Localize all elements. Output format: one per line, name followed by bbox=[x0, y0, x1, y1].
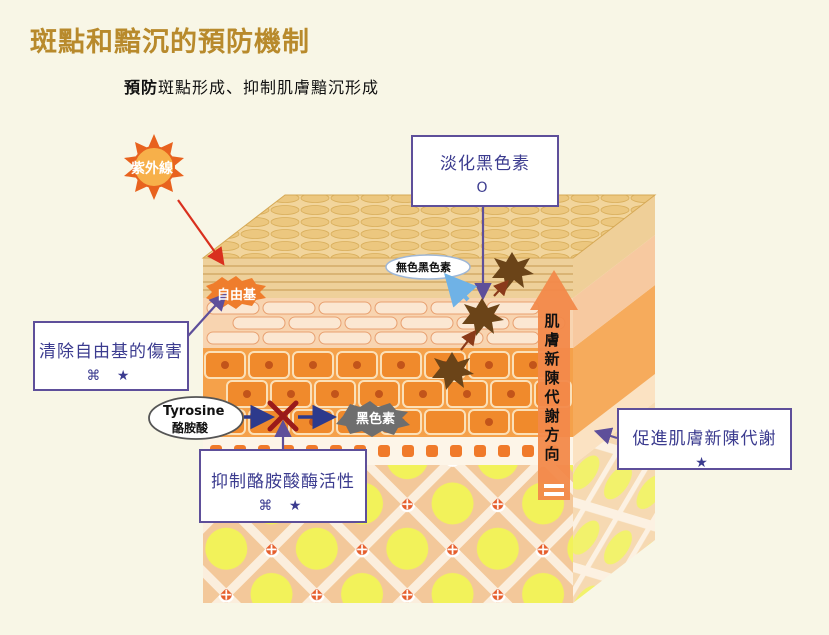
fade-melanin-box: 淡化黑色素 O bbox=[411, 135, 559, 207]
box-mark: ⌘ ★ bbox=[86, 368, 136, 384]
box-label: 淡化黑色素 bbox=[440, 154, 530, 174]
vertical-char: 謝 bbox=[544, 407, 560, 425]
tyrosinase-box: 抑制酪胺酸酶活性 ⌘ ★ bbox=[199, 449, 367, 523]
tyrosine-oval bbox=[148, 396, 244, 440]
vertical-char: 向 bbox=[544, 445, 560, 463]
vertical-char: 新 bbox=[544, 350, 560, 368]
free-radical-box: 清除自由基的傷害 ⌘ ★ bbox=[33, 321, 189, 391]
uv-label: 紫外線 bbox=[131, 161, 173, 177]
tyrosine-en-label: Tyrosine bbox=[163, 404, 225, 419]
block-x-icon bbox=[267, 400, 299, 432]
uv-sun-icon bbox=[124, 134, 184, 200]
vertical-char: 方 bbox=[544, 426, 560, 444]
box-label: 促進肌膚新陳代謝 bbox=[632, 429, 777, 449]
vertical-char: 陳 bbox=[544, 369, 560, 387]
page-subtitle: 預防斑點形成、抑制肌膚黯沉形成 bbox=[124, 74, 379, 98]
box-mark: ★ bbox=[695, 455, 714, 471]
subtitle-bold: 預防 bbox=[124, 78, 159, 97]
box-mark: ⌘ ★ bbox=[258, 498, 308, 514]
free-radical-label: 自由基 bbox=[217, 288, 257, 303]
melanin-burst bbox=[336, 401, 410, 437]
box-label: 清除自由基的傷害 bbox=[39, 342, 183, 362]
metabolism-direction-label: 肌 膚 新 陳 代 謝 方 向 bbox=[541, 312, 563, 464]
spinous-layer-side bbox=[573, 285, 655, 437]
melanin-move-arrow-1 bbox=[460, 329, 477, 351]
vertical-char: 代 bbox=[544, 388, 560, 406]
melanin-particles bbox=[432, 252, 534, 390]
corneum-layer-side bbox=[573, 195, 655, 298]
metabolism-direction-arrow bbox=[530, 270, 578, 500]
tyrosine-zh-label: 酪胺酸 bbox=[172, 421, 209, 435]
vertical-char: 膚 bbox=[544, 331, 560, 349]
metabolism-box: 促進肌膚新陳代謝 ★ bbox=[617, 408, 792, 471]
page-title: 斑點和黯沉的預防機制 bbox=[30, 27, 310, 58]
basal-layer-side bbox=[573, 374, 655, 465]
vertical-char: 肌 bbox=[544, 312, 560, 330]
granular-layer-side bbox=[573, 235, 655, 348]
colorless-melanin-label: 無色黑色素 bbox=[396, 261, 451, 274]
melanin-move-arrow-2 bbox=[492, 279, 509, 297]
subtitle-rest: 斑點形成、抑制肌膚黯沉形成 bbox=[158, 78, 380, 97]
box-label: 抑制酪胺酸酶活性 bbox=[211, 472, 355, 492]
uv-arrow bbox=[177, 199, 225, 266]
free-radical-pointer bbox=[187, 292, 227, 337]
colorless-arrow bbox=[444, 273, 478, 308]
meta-pointer bbox=[593, 427, 618, 445]
colorless-melanin-oval bbox=[385, 254, 471, 280]
box-mark: O bbox=[476, 180, 494, 196]
melanin-label: 黑色素 bbox=[356, 412, 396, 427]
